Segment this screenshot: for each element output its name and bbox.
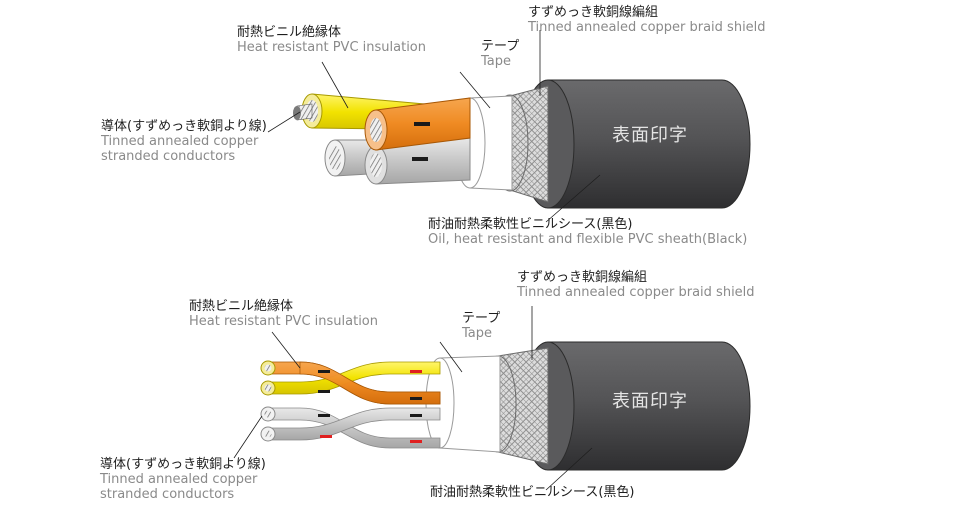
top-sheath-jp: 耐油耐熱柔軟性ビニルシース(黒色) (428, 218, 747, 233)
top-insulation-jp: 耐熱ビニル絶縁体 (237, 26, 426, 41)
bottom-braid-en: Tinned annealed copper braid shield (517, 286, 755, 301)
top-insulation-label: 耐熱ビニル絶縁体 Heat resistant PVC insulation (237, 26, 426, 56)
bottom-twisted-pair-2 (261, 407, 440, 448)
bottom-conductor-en2: stranded conductors (100, 488, 266, 503)
bottom-tape-jp: テープ (462, 312, 500, 327)
top-braid-jp: すずめっき軟銅線編組 (528, 6, 766, 21)
bottom-insulation-label: 耐熱ビニル絶縁体 Heat resistant PVC insulation (189, 300, 378, 330)
top-braid-label: すずめっき軟銅線編組 Tinned annealed copper braid … (528, 6, 766, 36)
bottom-braid-label: すずめっき軟銅線編組 Tinned annealed copper braid … (517, 271, 755, 301)
bottom-braid-jp: すずめっき軟銅線編組 (517, 271, 755, 286)
bottom-twisted-pair-1 (261, 361, 440, 404)
bottom-sheath-print: 表面印字 (612, 392, 688, 413)
top-sheath-print: 表面印字 (612, 126, 688, 147)
top-tape-jp: テープ (481, 40, 519, 55)
top-conductor-en1: Tinned annealed copper (101, 135, 267, 150)
bottom-conductor-en1: Tinned annealed copper (100, 473, 266, 488)
top-tape-en: Tape (481, 55, 519, 70)
bottom-insulation-en: Heat resistant PVC insulation (189, 315, 378, 330)
bottom-sheath-label: 耐油耐熱柔軟性ビニルシース(黒色) (430, 486, 635, 501)
bottom-insulation-jp: 耐熱ビニル絶縁体 (189, 300, 378, 315)
top-conductor-jp: 導体(すずめっき軟銅より線) (101, 120, 267, 135)
bottom-sheath-jp: 耐油耐熱柔軟性ビニルシース(黒色) (430, 486, 635, 501)
bottom-conductor-label: 導体(すずめっき軟銅より線) Tinned annealed copper st… (100, 458, 266, 503)
bottom-tape-en: Tape (462, 327, 500, 342)
bottom-tape-label: テープ Tape (462, 312, 500, 342)
top-braid-en: Tinned annealed copper braid shield (528, 21, 766, 36)
top-sheath-en: Oil, heat resistant and flexible PVC she… (428, 233, 747, 248)
top-conductor-label: 導体(すずめっき軟銅より線) Tinned annealed copper st… (101, 120, 267, 165)
top-tape-label: テープ Tape (481, 40, 519, 70)
bottom-conductor-jp: 導体(すずめっき軟銅より線) (100, 458, 266, 473)
top-sheath-label: 耐油耐熱柔軟性ビニルシース(黒色) Oil, heat resistant an… (428, 218, 747, 248)
top-insulation-en: Heat resistant PVC insulation (237, 41, 426, 56)
top-conductor-en2: stranded conductors (101, 150, 267, 165)
